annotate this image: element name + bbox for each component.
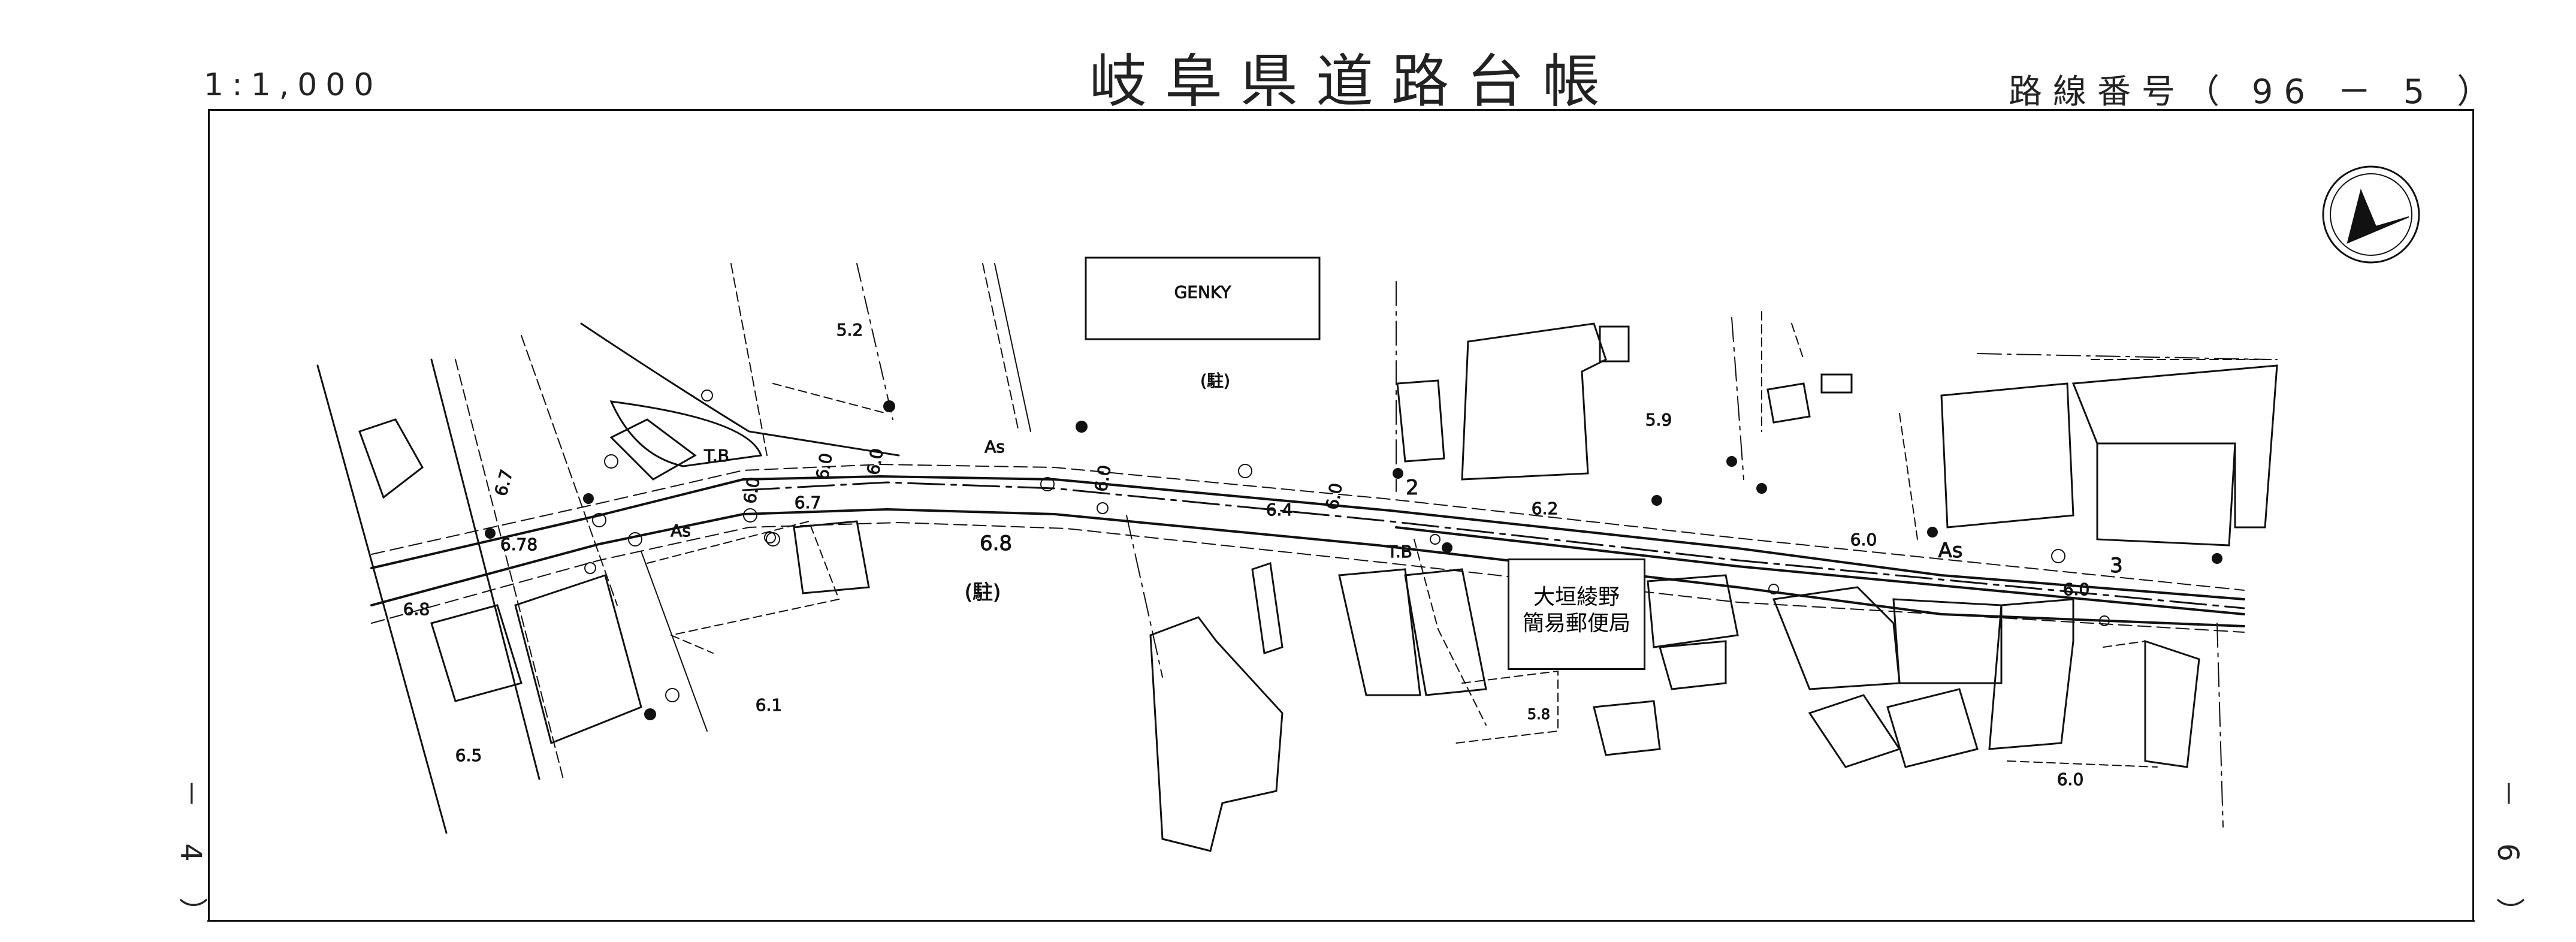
hydrant-icon xyxy=(584,390,2110,626)
parking-label-1: (駐) xyxy=(1200,371,1230,391)
width-label: 6.5 xyxy=(455,745,482,765)
boundary-lines xyxy=(1126,281,2272,828)
asphalt-label-1: As xyxy=(985,437,1005,457)
tb-label-1: T.B xyxy=(703,446,729,466)
width-label: 6.8 xyxy=(403,599,430,619)
width-label: 6.0 xyxy=(863,447,887,477)
width-label: 6.7 xyxy=(795,493,822,512)
buildings-north xyxy=(358,322,2278,547)
post-office-name-line1: 大垣綾野 xyxy=(1533,585,1620,609)
post-office-label: 大垣綾野 簡易郵便局 xyxy=(1508,558,1645,670)
width-label: 6.0 xyxy=(2057,769,2084,789)
kilometer-post: 3 xyxy=(2110,554,2123,578)
width-label: 6.8 xyxy=(980,532,1012,555)
width-label: 6.1 xyxy=(756,695,783,715)
north-arrow-icon xyxy=(2322,165,2420,264)
kilometer-post: 2 xyxy=(1406,476,1419,500)
genky-building xyxy=(1085,256,1321,340)
sheet-ref-right: － 6 ） xyxy=(2491,779,2524,940)
parcel-lines xyxy=(647,311,2278,768)
width-label: 6.4 xyxy=(1266,500,1293,520)
width-label: 5.9 xyxy=(1645,410,1672,430)
telephone-pole-icon xyxy=(592,454,2065,702)
side-road xyxy=(580,263,1031,467)
width-label: 6.2 xyxy=(1532,499,1559,518)
asphalt-label-3: As xyxy=(1938,539,1963,563)
genky-label: GENKY xyxy=(1174,282,1232,302)
cross-road-left xyxy=(316,335,708,834)
post-office-name-line2: 簡易郵便局 xyxy=(1522,611,1630,636)
page-title: 岐阜県道路台帳 xyxy=(1089,48,1618,115)
width-label: 6.78 xyxy=(500,535,537,554)
map-scale: 1:1,000 xyxy=(204,67,382,103)
width-label: 6.0 xyxy=(1091,464,1115,494)
buildings-south xyxy=(430,520,2200,852)
utility-pole-icon xyxy=(485,400,2222,720)
tb-label-2: T.B xyxy=(1387,542,1412,561)
width-label: 6.7 xyxy=(491,467,517,499)
width-label: 6.0 xyxy=(2063,579,2090,599)
width-label: 6.0 xyxy=(813,452,836,482)
asphalt-label-2: As xyxy=(671,521,691,541)
main-road xyxy=(370,463,2245,633)
width-label: 5.2 xyxy=(836,320,863,340)
width-label: 6.0 xyxy=(1322,482,1346,512)
route-number: 路線番号（ 96 － 5 ） xyxy=(2009,73,2502,111)
width-label: 6.0 xyxy=(1850,530,1877,550)
width-label: 5.8 xyxy=(1527,706,1550,723)
sheet-ref-left: － 4 ） xyxy=(174,779,207,940)
width-label: 6.0 xyxy=(740,476,764,506)
parking-label-2: (駐) xyxy=(965,581,1001,605)
